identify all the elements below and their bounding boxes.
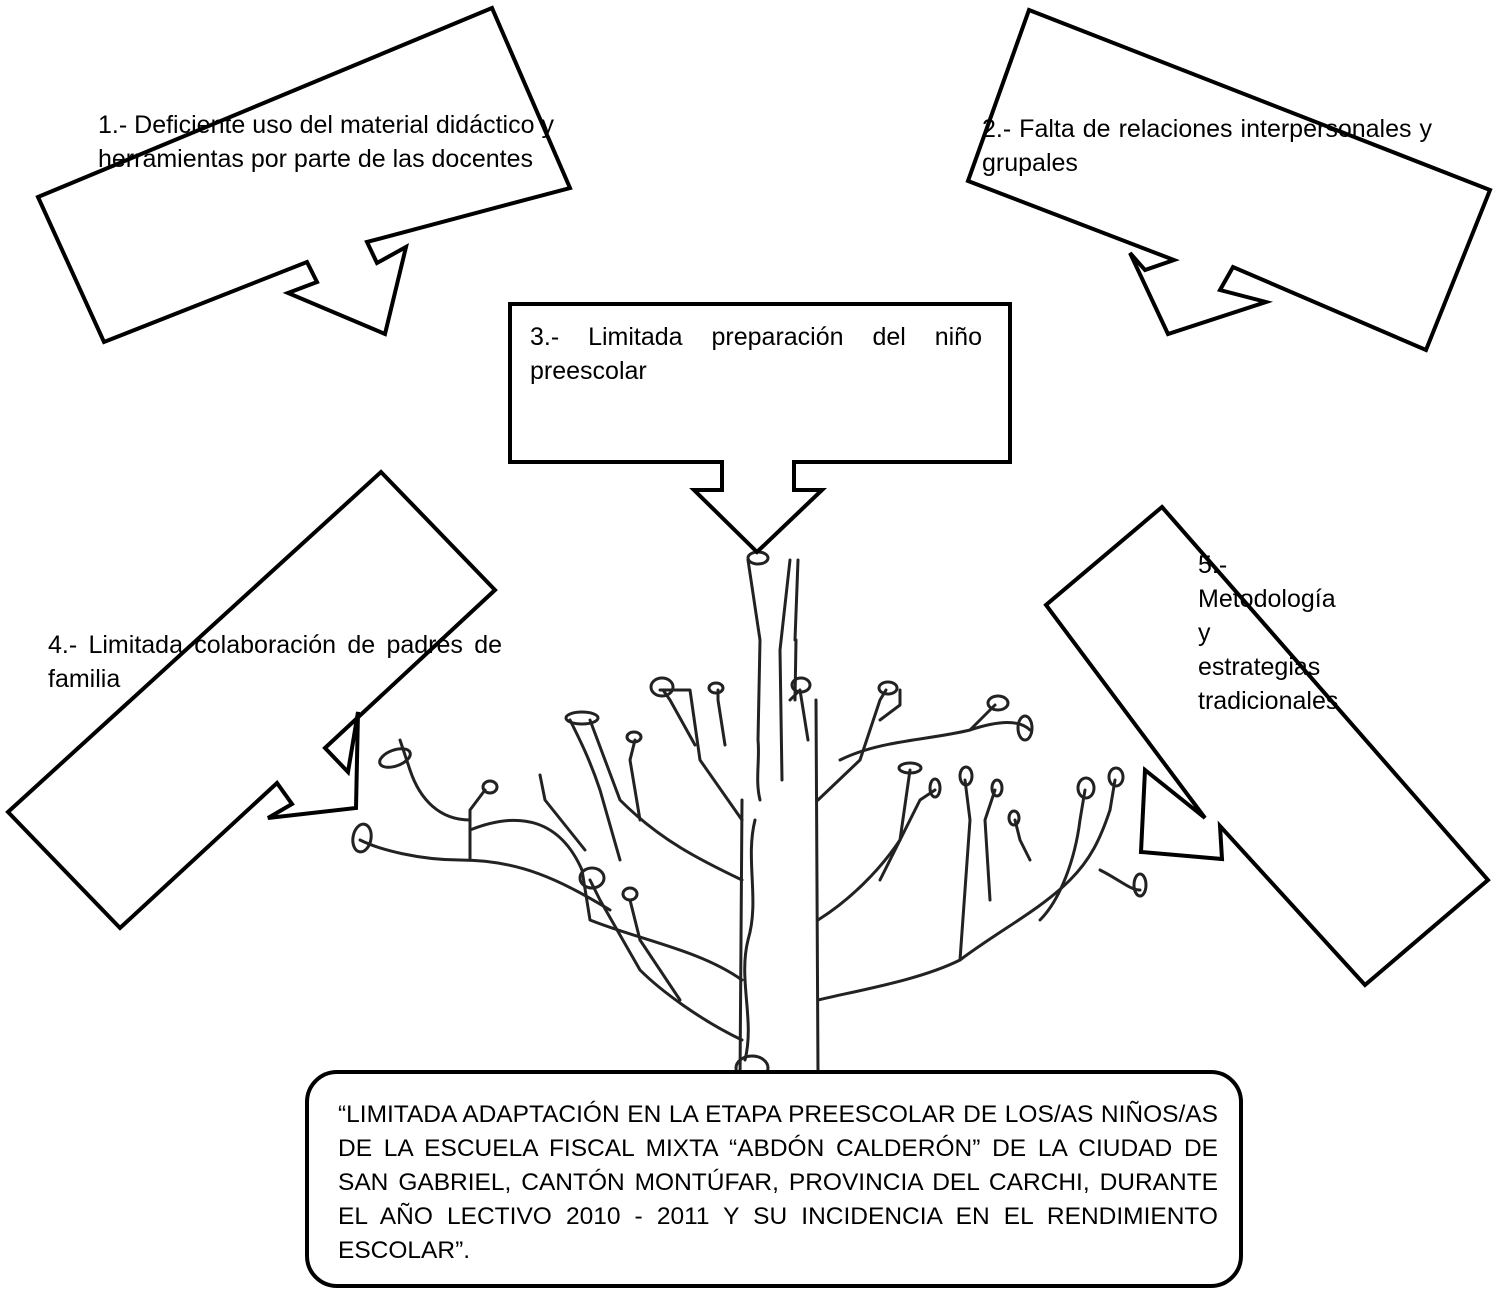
- arrow-shapes: [5, 5, 1493, 988]
- problem-box: [305, 1070, 1243, 1288]
- cause-5-text: 5.- Metodología y estrategias tradiciona…: [1198, 551, 1339, 715]
- cause-3-arrow: [508, 302, 1012, 555]
- cause-2-text: 2.- Falta de relaciones interpersonales …: [982, 115, 1432, 177]
- cause-1-arrow: [35, 5, 573, 345]
- cause-4-arrow: [5, 469, 498, 931]
- cause-3-text: 3.- Limitada preparación del niño preesc…: [530, 323, 982, 385]
- cause-5-arrow: [1043, 504, 1491, 988]
- cause-1-text: 1.- Deficiente uso del material didáctic…: [98, 111, 554, 173]
- tree-illustration: [351, 550, 1148, 1082]
- cause-4-text: 4.- Limitada colaboración de padres de f…: [48, 631, 502, 693]
- cause-2-arrow: [965, 7, 1493, 353]
- problem-text: “LIMITADA ADAPTACIÓN EN LA ETAPA PREESCO…: [338, 1101, 1218, 1264]
